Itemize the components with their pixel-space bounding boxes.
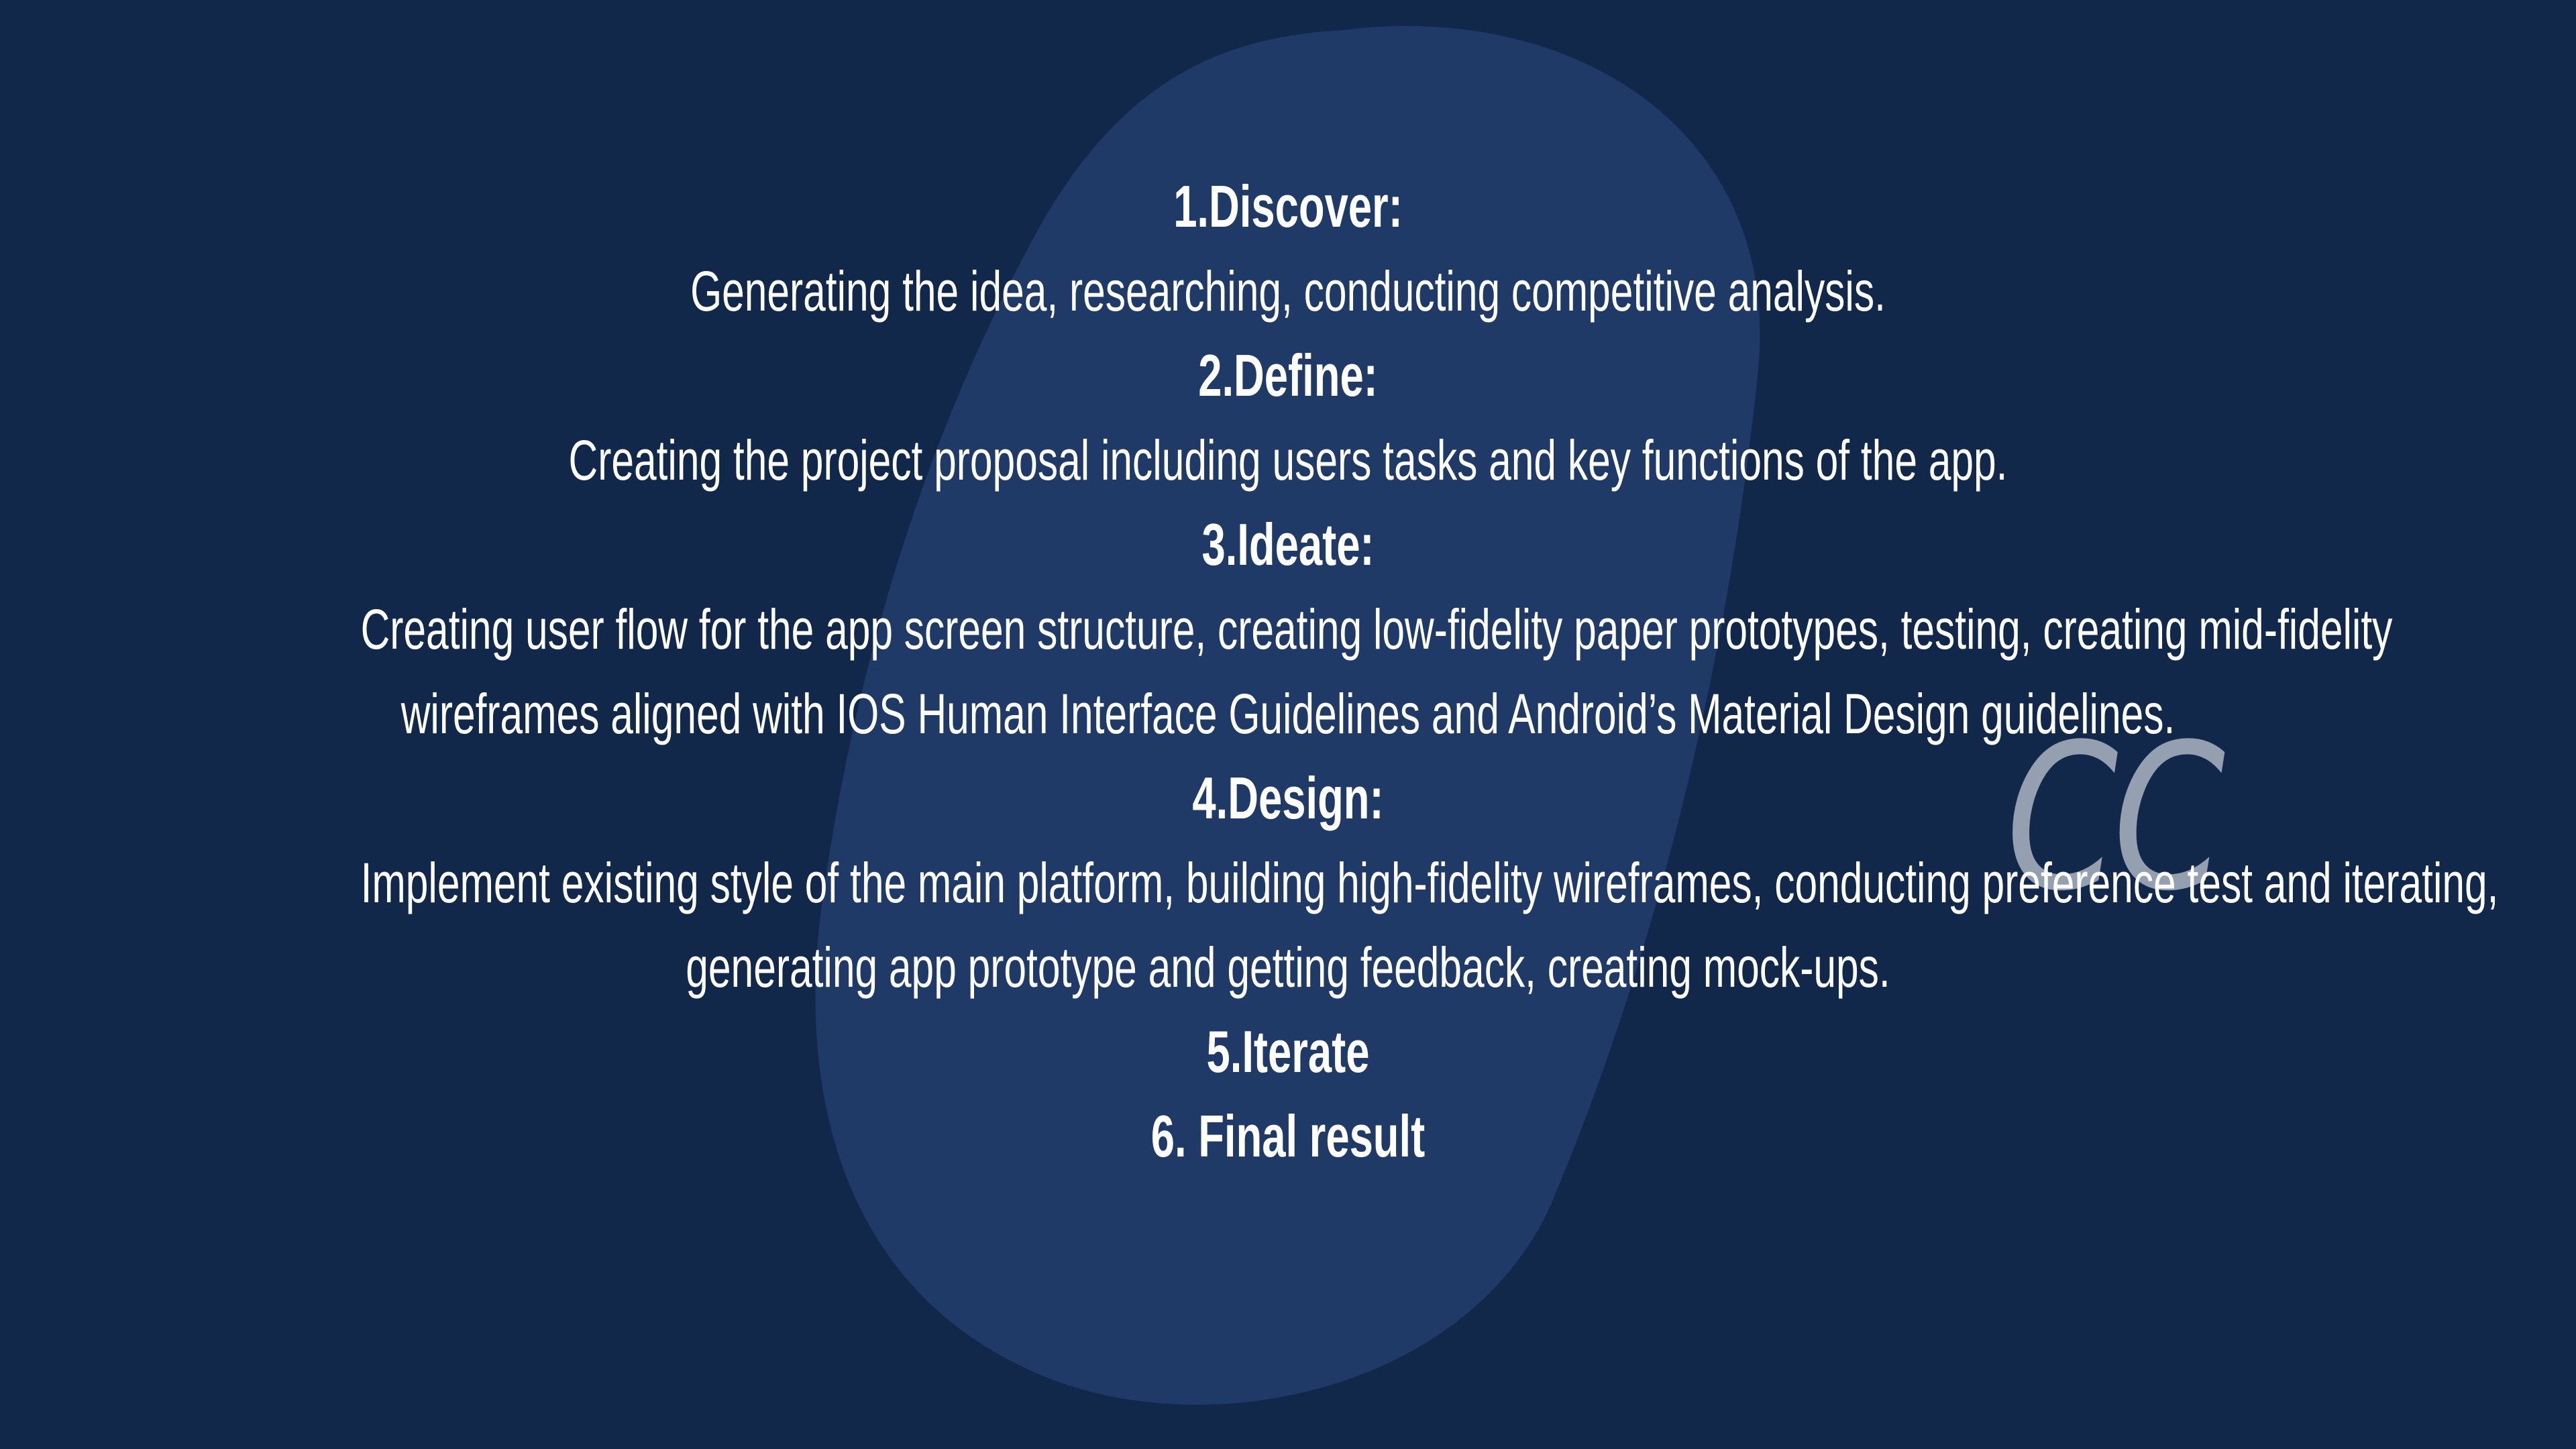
step-description-ideate-line-2: wireframes aligned with IOS Human Interf… [400, 682, 2176, 745]
step-description-define: Creating the project proposal including … [568, 429, 2008, 492]
step-description-design-line-1: Implement existing style of the main pla… [360, 851, 2499, 914]
step-heading-iterate: 5.Iterate [1206, 1018, 1370, 1085]
step-description-discover: Generating the idea, researching, conduc… [690, 260, 1886, 323]
step-description-design-line-2: generating app prototype and getting fee… [686, 936, 1890, 999]
process-steps: 1.Discover: Generating the idea, researc… [0, 164, 2576, 1179]
step-description-ideate-line-1: Creating user flow for the app screen st… [360, 598, 2393, 661]
step-heading-discover: 1.Discover: [1173, 173, 1403, 239]
step-heading-design: 4.Design: [1192, 765, 1384, 831]
step-heading-ideate: 3.Ideate: [1201, 511, 1375, 578]
cc-monogram-logo: CC [2006, 701, 2225, 935]
step-heading-final-result: 6. Final result [1150, 1103, 1426, 1169]
step-heading-define: 2.Define: [1198, 342, 1378, 409]
